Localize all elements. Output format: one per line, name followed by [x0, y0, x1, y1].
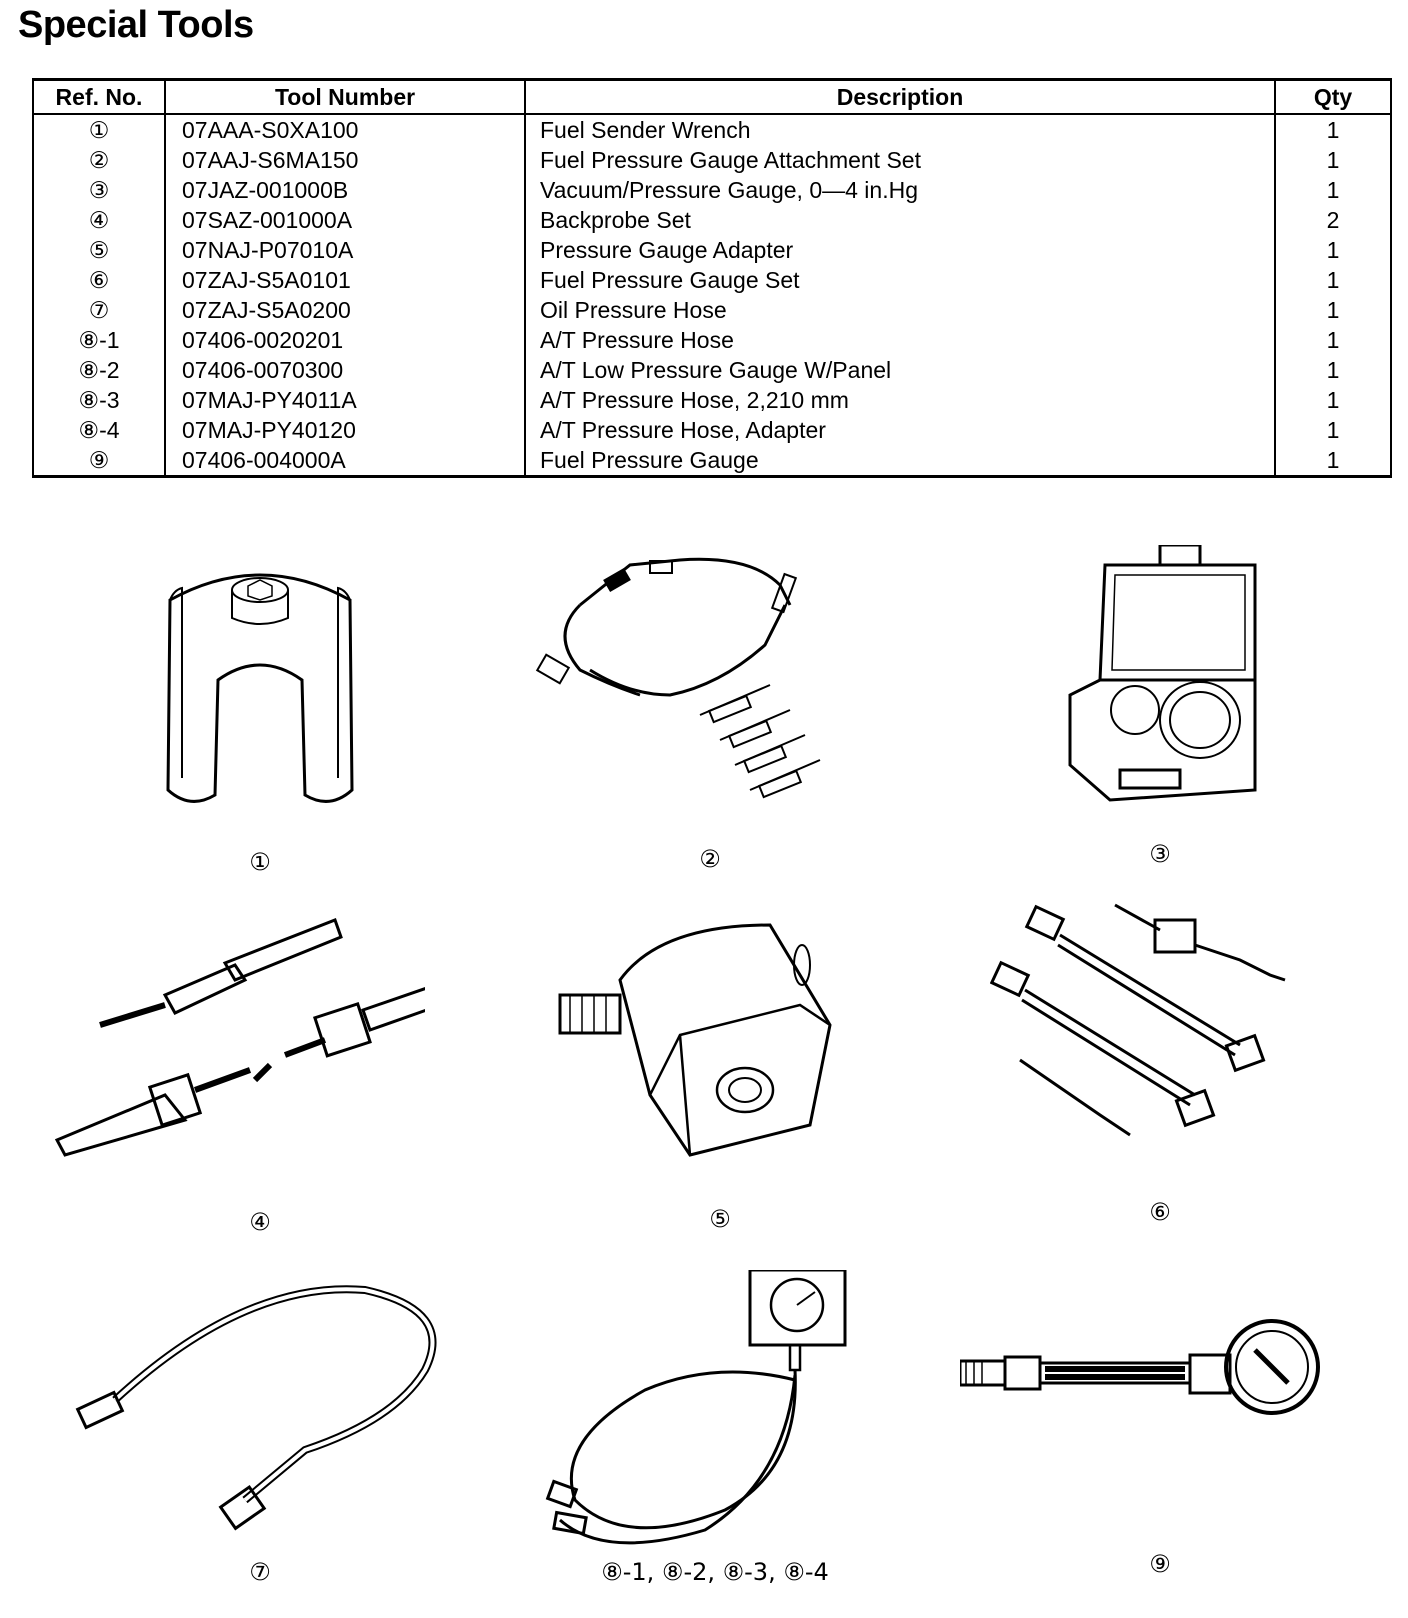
desc-cell: Vacuum/Pressure Gauge, 0—4 in.Hg	[524, 175, 1276, 205]
header-tool-number: Tool Number	[164, 78, 526, 115]
header-ref-no: Ref. No.	[32, 78, 166, 115]
desc-cell: Fuel Pressure Gauge	[524, 445, 1276, 478]
qty-cell: 1	[1274, 265, 1392, 295]
qty-cell: 1	[1274, 325, 1392, 355]
num-cell: 07406-0020201	[164, 325, 526, 355]
qty-cell: 1	[1274, 415, 1392, 445]
desc-cell: A/T Pressure Hose	[524, 325, 1276, 355]
qty-cell: 1	[1274, 295, 1392, 325]
figure-caption-7: ⑦	[249, 1558, 271, 1586]
figure-caption-9: ⑨	[1149, 1550, 1171, 1578]
figure-backprobe-set	[45, 905, 425, 1205]
num-cell: 07MAJ-PY4011A	[164, 385, 526, 415]
fuel-sender-wrench-illustration	[166, 573, 354, 803]
figure-vacuum-gauge-case	[1040, 545, 1408, 845]
gauge-case-illustration	[1068, 545, 1257, 802]
figure-fuel-pressure-gauge	[960, 1305, 1340, 1605]
figure-oil-pressure-hose	[65, 1260, 445, 1560]
ref-cell: ⑧-4	[32, 415, 166, 445]
figure-caption-8: ⑧-1, ⑧-2, ⑧-3, ⑧-4	[601, 1558, 829, 1586]
backprobe-set-illustration	[54, 918, 425, 1157]
desc-cell: A/T Pressure Hose, Adapter	[524, 415, 1276, 445]
oil-hose-illustration	[75, 1285, 437, 1531]
ref-cell: ⑧-2	[32, 355, 166, 385]
header-qty: Qty	[1274, 78, 1392, 115]
num-cell: 07AAA-S0XA100	[164, 114, 526, 145]
num-cell: 07JAZ-001000B	[164, 175, 526, 205]
num-cell: 07ZAJ-S5A0200	[164, 295, 526, 325]
num-cell: 07ZAJ-S5A0101	[164, 265, 526, 295]
table-header-row: Ref. No. Tool Number Description Qty	[32, 78, 1392, 115]
num-cell: 07406-004000A	[164, 445, 526, 478]
qty-cell: 1	[1274, 145, 1392, 175]
ref-cell: ⑥	[32, 265, 166, 295]
desc-cell: Fuel Sender Wrench	[524, 114, 1276, 145]
at-gauge-kit-illustration	[545, 1270, 847, 1545]
desc-cell: Fuel Pressure Gauge Attachment Set	[524, 145, 1276, 175]
ref-cell: ⑨	[32, 445, 166, 478]
figure-caption-6: ⑥	[1149, 1198, 1171, 1226]
qty-cell: 1	[1274, 385, 1392, 415]
fuel-gauge-illustration	[960, 1319, 1320, 1415]
figure-pressure-gauge-adapter	[540, 905, 920, 1205]
desc-cell: Backprobe Set	[524, 205, 1276, 235]
ref-cell: ⑧-1	[32, 325, 166, 355]
num-cell: 07MAJ-PY40120	[164, 415, 526, 445]
figure-at-pressure-gauge-kit	[545, 1270, 925, 1570]
ref-cell: ①	[32, 114, 166, 145]
figure-fuel-sender-wrench	[70, 540, 450, 840]
qty-cell: 1	[1274, 235, 1392, 265]
page-title: Special Tools	[18, 4, 254, 46]
ref-cell: ④	[32, 205, 166, 235]
num-cell: 07AAJ-S6MA150	[164, 145, 526, 175]
num-cell: 07SAZ-001000A	[164, 205, 526, 235]
gauge-set-illustration	[990, 903, 1286, 1137]
desc-cell: Oil Pressure Hose	[524, 295, 1276, 325]
desc-cell: A/T Low Pressure Gauge W/Panel	[524, 355, 1276, 385]
qty-cell: 1	[1274, 355, 1392, 385]
header-description: Description	[524, 78, 1276, 115]
num-cell: 07406-0070300	[164, 355, 526, 385]
attachment-set-illustration	[535, 557, 821, 799]
figure-caption-5: ⑤	[709, 1205, 731, 1233]
desc-cell: Pressure Gauge Adapter	[524, 235, 1276, 265]
figure-fuel-pressure-gauge-set	[990, 900, 1370, 1200]
adapter-illustration	[558, 923, 832, 1157]
ref-cell: ⑤	[32, 235, 166, 265]
qty-cell: 1	[1274, 175, 1392, 205]
figure-caption-4: ④	[249, 1208, 271, 1236]
qty-cell: 2	[1274, 205, 1392, 235]
figure-caption-1: ①	[249, 848, 271, 876]
figure-caption-3: ③	[1149, 840, 1171, 868]
qty-cell: 1	[1274, 114, 1392, 145]
figure-caption-2: ②	[699, 845, 721, 873]
desc-cell: A/T Pressure Hose, 2,210 mm	[524, 385, 1276, 415]
qty-cell: 1	[1274, 445, 1392, 478]
desc-cell: Fuel Pressure Gauge Set	[524, 265, 1276, 295]
ref-cell: ②	[32, 145, 166, 175]
ref-cell: ⑧-3	[32, 385, 166, 415]
figure-attachment-set	[520, 545, 900, 845]
ref-cell: ⑦	[32, 295, 166, 325]
ref-cell: ③	[32, 175, 166, 205]
num-cell: 07NAJ-P07010A	[164, 235, 526, 265]
